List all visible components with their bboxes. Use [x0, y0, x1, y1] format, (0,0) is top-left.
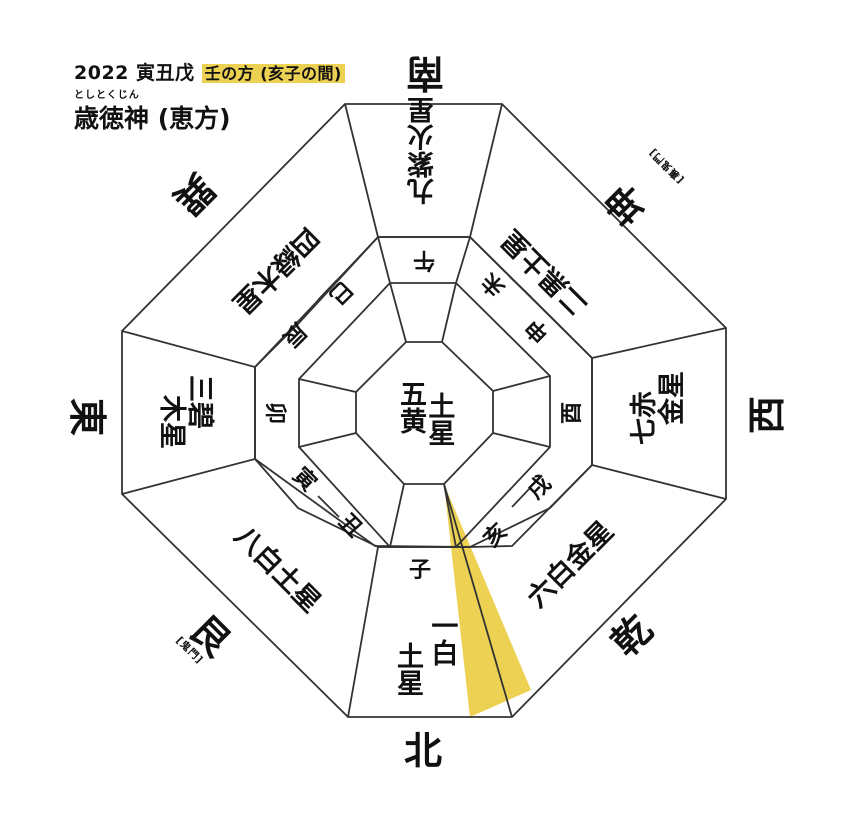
zodiac-west: 酉 [560, 402, 585, 425]
year-text: 2022 寅丑戊 [74, 62, 195, 84]
direction-north: 北 [403, 728, 442, 773]
zodiac-north: 子 [408, 558, 431, 583]
direction-west: 西 [744, 396, 789, 435]
star-east: 三碧 木星 [145, 357, 225, 467]
ruby-reading: としとくじん [74, 90, 140, 101]
legend-header: 2022 寅丑戊 壬の方 (亥子の間) としとくじん 歳徳神 (恵方) [74, 58, 345, 135]
center-star: 五黄 土星 [388, 352, 460, 462]
star-north-b: 土星 [392, 642, 423, 696]
center-star-bottom: 土星 [423, 392, 455, 446]
direction-south: 南 [406, 51, 445, 96]
star-south: 九紫火星 [374, 97, 474, 230]
title: 歳徳神 (恵方) [74, 104, 231, 133]
year-line: 2022 寅丑戊 壬の方 (亥子の間) [74, 58, 345, 85]
star-east-b: 木星 [156, 395, 187, 449]
zodiac-south: 午 [413, 247, 436, 272]
star-north: 土星 一白 [384, 604, 464, 704]
ehou-direction-highlight: 壬の方 (亥子の間) [201, 64, 345, 83]
star-west-b: 金星 [657, 371, 688, 425]
star-north-a: 一白 [426, 612, 458, 666]
star-south-text: 九紫火星 [407, 97, 439, 205]
center-star-top: 五黄 [395, 380, 426, 434]
zodiac-east: 卯 [262, 401, 287, 424]
star-west-a: 七赤 [628, 391, 660, 445]
octagon-lines [121, 103, 727, 718]
ehou-wedge [444, 484, 531, 717]
star-west: 七赤 金星 [619, 353, 699, 463]
star-east-a: 三碧 [184, 375, 216, 429]
direction-east: 東 [65, 397, 110, 436]
